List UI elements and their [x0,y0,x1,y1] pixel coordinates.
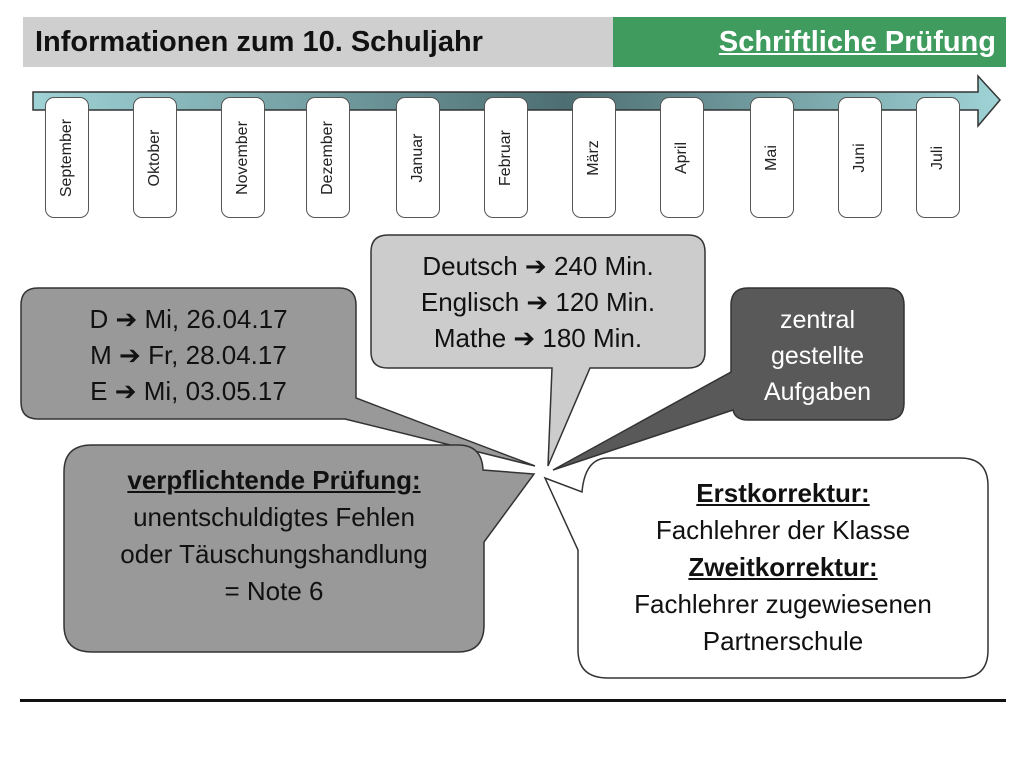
month-label: Juni [851,142,868,173]
month-label: November [234,120,251,195]
second-correction-line-1: Fachlehrer zugewiesenen [634,589,932,619]
mandatory-heading: verpflichtende Prüfung: [127,465,421,495]
second-correction-line-2: Partnerschule [702,626,864,656]
central-callout: zentral gestellte Aufgaben [731,302,904,410]
central-line-1: zentral [779,306,856,334]
correction-bubble-shape [543,457,989,679]
central-line-3: Aufgaben [763,378,872,406]
duration-mathe: Mathe ➔ 180 Min. [433,323,643,353]
month-tab: Februar [484,97,528,218]
month-tab: Dezember [306,97,350,218]
duration-deutsch: Deutsch ➔ 240 Min. [422,251,654,281]
month-tab: Oktober [133,97,177,218]
mandatory-line-3: = Note 6 [224,576,324,606]
mandatory-callout: verpflichtende Prüfung: unentschuldigtes… [64,462,484,610]
durations-bubble-shape [370,234,706,467]
month-tab: Januar [396,97,440,218]
month-label: Juli [929,145,946,170]
durations-callout: Deutsch ➔ 240 Min. Englisch ➔ 120 Min. M… [371,248,705,356]
date-englisch: E ➔ Mi, 03.05.17 [90,376,287,406]
footer-divider [20,699,1006,702]
date-mathe: M ➔ Fr, 28.04.17 [90,340,287,370]
month-label: Oktober [146,129,163,186]
month-label: Februar [497,129,514,186]
month-tab: Mai [750,97,794,218]
section-title: Schriftliche Prüfung [613,17,1006,67]
month-tab: September [45,97,89,218]
dates-bubble-shape [20,287,536,467]
month-tab: Juni [838,97,882,218]
dates-callout: D ➔ Mi, 26.04.17 M ➔ Fr, 28.04.17 E ➔ Mi… [21,301,356,409]
month-label: Dezember [319,120,336,195]
month-label: April [673,141,690,174]
page-title: Informationen zum 10. Schuljahr [23,17,613,67]
month-tab: November [221,97,265,218]
month-label: September [58,118,75,197]
month-label: Mai [763,144,780,171]
central-bubble-shape [552,287,905,471]
month-label: März [585,139,602,176]
second-correction-heading: Zweitkorrektur: [688,552,878,582]
mandatory-line-2: oder Täuschungshandlung [120,539,428,569]
first-correction-heading: Erstkorrektur: [696,478,870,508]
month-tab: März [572,97,616,218]
date-deutsch: D ➔ Mi, 26.04.17 [89,304,288,334]
mandatory-line-1: unentschuldigtes Fehlen [133,502,415,532]
month-label: Januar [409,133,426,182]
central-line-2: gestellte [770,342,865,370]
duration-englisch: Englisch ➔ 120 Min. [420,287,656,317]
month-tab: Juli [916,97,960,218]
mandatory-bubble-shape [63,444,536,653]
month-tab: April [660,97,704,218]
first-correction-text: Fachlehrer der Klasse [655,515,911,545]
correction-callout: Erstkorrektur: Fachlehrer der Klasse Zwe… [578,475,988,660]
